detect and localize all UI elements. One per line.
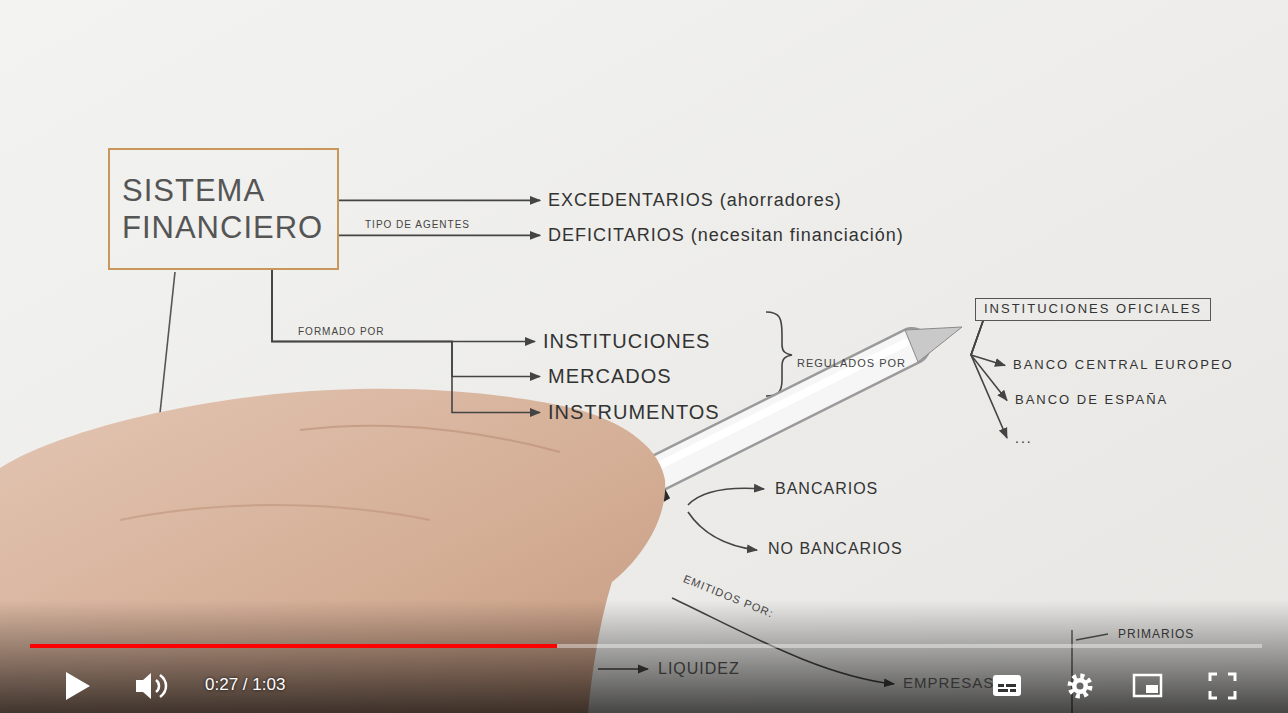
connector-arrow xyxy=(971,321,1005,366)
node-text: BANCO DE ESPAÑA xyxy=(1015,393,1168,408)
fullscreen-icon xyxy=(1210,674,1235,698)
branch-text: NO BANCARIOS xyxy=(765,538,906,560)
connector-arrow xyxy=(971,321,1007,401)
play-icon xyxy=(66,672,90,700)
branch-text: PRIMARIOS xyxy=(1115,626,1197,644)
process-box: INSTITUCIONES OFICIALES xyxy=(975,298,1211,321)
volume-icon xyxy=(136,673,151,699)
branch-text: INSTITUCIONES xyxy=(540,328,713,355)
branch-text: BANCO DE ESPAÑA xyxy=(1012,391,1171,410)
connector-arrow xyxy=(272,270,535,342)
pen-tip xyxy=(905,327,962,362)
note-label: EMITIDOS POR: xyxy=(682,572,776,619)
miniplayer-icon xyxy=(1134,675,1161,696)
progress-track xyxy=(30,644,1262,648)
note-label: REGULADOS POR xyxy=(797,357,906,369)
node-text: INSTITUCIONES xyxy=(543,330,710,353)
node-text: EMPRESAS xyxy=(903,674,994,691)
node-text: INSTRUMENTOS xyxy=(548,401,720,424)
branch-text: ... xyxy=(1012,428,1036,448)
connector-arrow xyxy=(339,200,540,202)
subtitles-mark xyxy=(998,689,1008,692)
node-text: INSTITUCIONES OFICIALES xyxy=(984,302,1202,317)
subtitles-icon xyxy=(993,675,1021,696)
bracket xyxy=(766,312,792,396)
node-text: MERCADOS xyxy=(548,365,672,388)
trunk-line xyxy=(158,272,175,432)
connector-arrow xyxy=(272,270,540,413)
branch-text: DEFICITARIOS (necesitan financiación) xyxy=(545,223,907,248)
branch-text: MERCADOS xyxy=(545,363,675,390)
title-box: SISTEMA FINANCIERO xyxy=(108,148,339,270)
edge-label: TIPO DE AGENTES xyxy=(363,219,472,230)
branch-arrow xyxy=(688,488,764,505)
node-text: PRIMARIOS xyxy=(1118,628,1194,642)
branch-text: BANCARIOS xyxy=(772,478,881,500)
settings-hole xyxy=(1077,683,1084,690)
subtitles-mark xyxy=(1006,684,1016,687)
node-text: NO BANCARIOS xyxy=(768,540,903,558)
subtitles-mark xyxy=(1010,689,1016,692)
volume-wave xyxy=(160,675,166,697)
branch-text: EMPRESAS xyxy=(900,672,997,693)
branch-arrow xyxy=(688,512,757,550)
branch-text: INSTRUMENTOS xyxy=(545,399,723,426)
connector-arrow xyxy=(272,270,540,377)
node-text: BANCARIOS xyxy=(775,480,878,498)
player-shade xyxy=(0,600,1288,713)
branch-text: BANCO CENTRAL EUROPEO xyxy=(1010,356,1237,375)
subtitles-mark xyxy=(998,684,1004,687)
hand-crease xyxy=(300,426,560,452)
node-text: SISTEMA FINANCIERO xyxy=(122,172,325,246)
node-text: ... xyxy=(1015,430,1033,446)
node-text: DEFICITARIOS (necesitan financiación) xyxy=(548,225,904,246)
branch-text: LIQUIDEZ xyxy=(655,658,743,680)
connector-arrow xyxy=(339,235,540,237)
hand-crease xyxy=(120,505,430,520)
progress-played xyxy=(30,644,557,648)
node-text: BANCO CENTRAL EUROPEO xyxy=(1013,358,1234,373)
connector-arrow xyxy=(971,321,1007,438)
time-display: 0:27 / 1:03 xyxy=(205,676,285,695)
edge-label: FORMADO POR xyxy=(296,326,387,337)
node-text: EXCEDENTARIOS (ahorradores) xyxy=(548,190,842,211)
miniplayer-inner xyxy=(1146,685,1158,693)
settings-teeth xyxy=(1070,676,1090,696)
branch-text: EXCEDENTARIOS (ahorradores) xyxy=(545,188,845,213)
node-text: LIQUIDEZ xyxy=(658,660,740,678)
volume-wave xyxy=(156,680,159,692)
settings-icon xyxy=(1072,678,1088,694)
